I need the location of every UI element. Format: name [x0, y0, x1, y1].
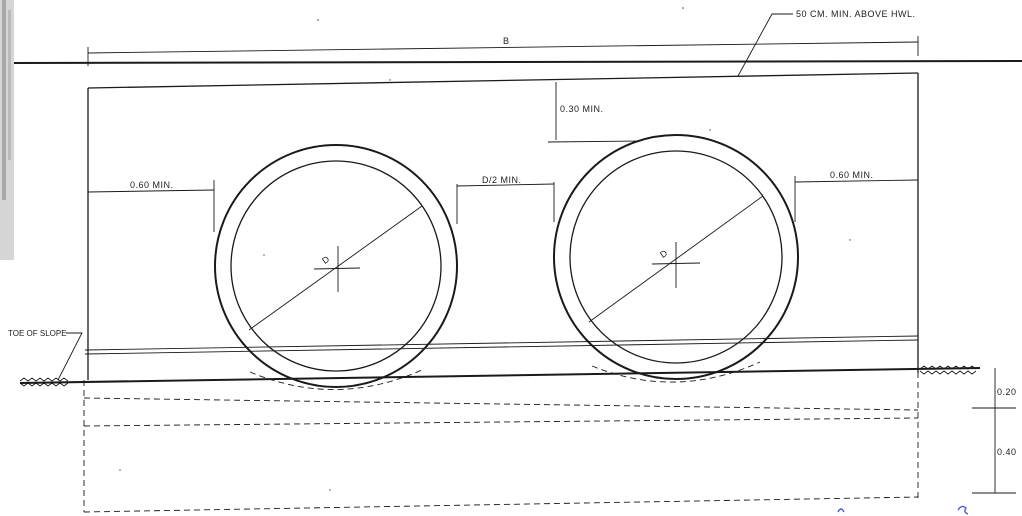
scan-edge-noise: [0, 0, 14, 260]
pipe-spacing-dimension: D/2 MIN.: [456, 175, 555, 224]
diameter-right-label: D: [658, 248, 669, 260]
toe-of-slope-label: TOE OF SLOPE: [8, 329, 67, 338]
right-clearance-label: 0.60 MIN.: [830, 170, 874, 180]
headwall-outline: [87, 72, 919, 380]
bedding-lines: [84, 335, 919, 355]
left-clearance-dimension: 0.60 MIN.: [87, 180, 215, 232]
depth-dimensions: 0.20 0.40: [972, 368, 1017, 494]
top-horizontal-line: [13, 60, 1022, 64]
left-clearance-label: 0.60 MIN.: [130, 180, 174, 190]
toe-of-slope-callout: TOE OF SLOPE: [8, 329, 83, 381]
left-pipe: D: [214, 144, 458, 390]
handwritten-marks: [837, 505, 969, 515]
ground-hatch-right: [919, 365, 977, 375]
right-pipe: D: [553, 134, 799, 383]
foundation-outline: [83, 372, 919, 513]
b-dimension: B: [87, 36, 919, 66]
depth-1-label: 0.20: [997, 387, 1017, 397]
cover-dimension: 0.30 MIN.: [547, 82, 639, 143]
ground-line: [19, 367, 981, 384]
pipe-spacing-label: D/2 MIN.: [482, 175, 522, 185]
right-clearance-dimension: 0.60 MIN.: [794, 170, 919, 222]
freeboard-label: 50 CM. MIN. ABOVE HWL.: [796, 9, 916, 19]
scan-specks: [119, 7, 851, 491]
depth-2-label: 0.40: [997, 447, 1017, 457]
cover-label: 0.30 MIN.: [560, 104, 604, 114]
freeboard-callout: 50 CM. MIN. ABOVE HWL.: [737, 9, 916, 77]
diameter-left-label: D: [320, 254, 331, 266]
ground-hatch-left: [19, 377, 69, 387]
b-label: B: [503, 36, 510, 46]
